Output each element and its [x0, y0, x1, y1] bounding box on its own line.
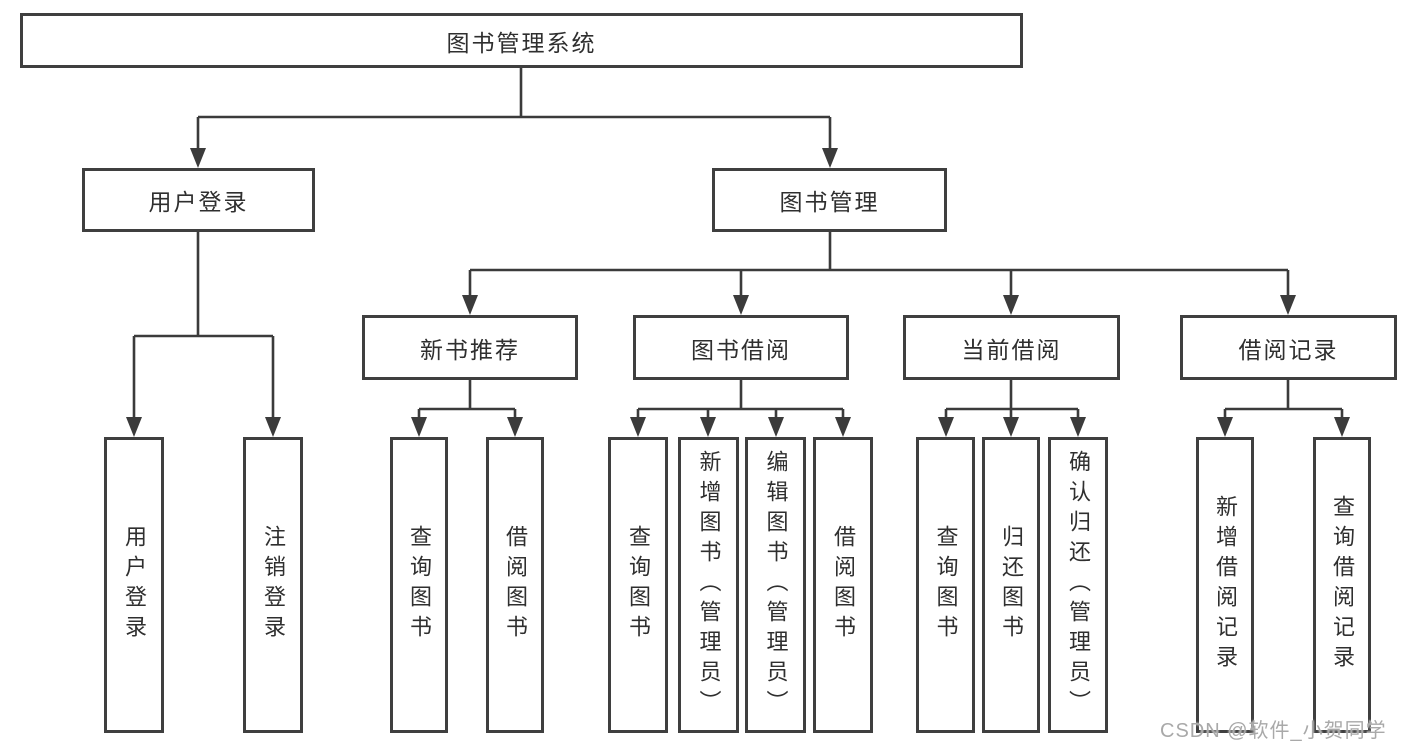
node-logout: 注销登录 — [243, 437, 303, 733]
node-query-books-3: 查询图书 — [916, 437, 975, 733]
connector-current-borrowing-group — [944, 379, 1080, 419]
node-borrow-books-1: 借阅图书 — [486, 437, 544, 733]
node-label: 查询图书 — [626, 525, 651, 645]
node-user-login: 用户登录 — [82, 168, 315, 232]
connector-root — [196, 68, 832, 150]
connector-borrowing-records-group — [1223, 379, 1344, 419]
node-return-books: 归还图书 — [982, 437, 1040, 733]
node-label: 借阅图书 — [503, 525, 528, 645]
node-label: 用户登录 — [122, 525, 147, 645]
node-label: 查询图书 — [933, 525, 959, 645]
node-current-borrowing: 当前借阅 — [903, 315, 1120, 380]
node-edit-book-admin: 编辑图书（管理员） — [745, 437, 806, 733]
node-query-borrow-record: 查询借阅记录 — [1313, 437, 1371, 733]
node-label: 图书管理 — [779, 189, 880, 215]
node-label: 借阅图书 — [831, 525, 856, 645]
connector-new-book-group — [417, 379, 517, 419]
node-book-management: 图书管理 — [712, 168, 947, 232]
node-confirm-return-admin: 确认归还（管理员） — [1048, 437, 1108, 733]
node-label: 注销登录 — [261, 525, 286, 645]
node-book-borrowing: 图书借阅 — [633, 315, 849, 380]
node-library-management-system: 图书管理系统 — [20, 13, 1023, 68]
node-label: 新书推荐 — [420, 336, 520, 363]
node-add-borrow-record: 新增借阅记录 — [1196, 437, 1254, 733]
connector-user-login-group — [132, 232, 275, 419]
node-borrow-books-2: 借阅图书 — [813, 437, 873, 733]
node-label: 查询借阅记录 — [1330, 495, 1355, 675]
connector-book-borrowing-group — [636, 379, 845, 419]
connector-book-management-group — [468, 232, 1290, 297]
node-label: 图书借阅 — [691, 336, 791, 363]
node-label: 查询图书 — [407, 525, 432, 645]
node-label: 当前借阅 — [961, 336, 1062, 363]
node-add-book-admin: 新增图书（管理员） — [678, 437, 739, 733]
watermark-text: CSDN @软件_小贺同学 — [1160, 720, 1387, 742]
node-borrowing-records: 借阅记录 — [1180, 315, 1397, 380]
node-query-books-1: 查询图书 — [390, 437, 448, 733]
node-user-login-leaf: 用户登录 — [104, 437, 164, 733]
node-label: 用户登录 — [148, 189, 249, 215]
node-label: 新增图书（管理员） — [696, 450, 722, 720]
node-label: 确认归还（管理员） — [1066, 450, 1091, 720]
node-query-books-2: 查询图书 — [608, 437, 668, 733]
node-label: 图书管理系统 — [446, 29, 597, 56]
node-new-book-recommend: 新书推荐 — [362, 315, 578, 380]
node-label: 编辑图书（管理员） — [763, 450, 789, 720]
node-label: 借阅记录 — [1238, 336, 1339, 363]
node-label: 新增借阅记录 — [1213, 495, 1238, 675]
node-label: 归还图书 — [999, 525, 1024, 645]
